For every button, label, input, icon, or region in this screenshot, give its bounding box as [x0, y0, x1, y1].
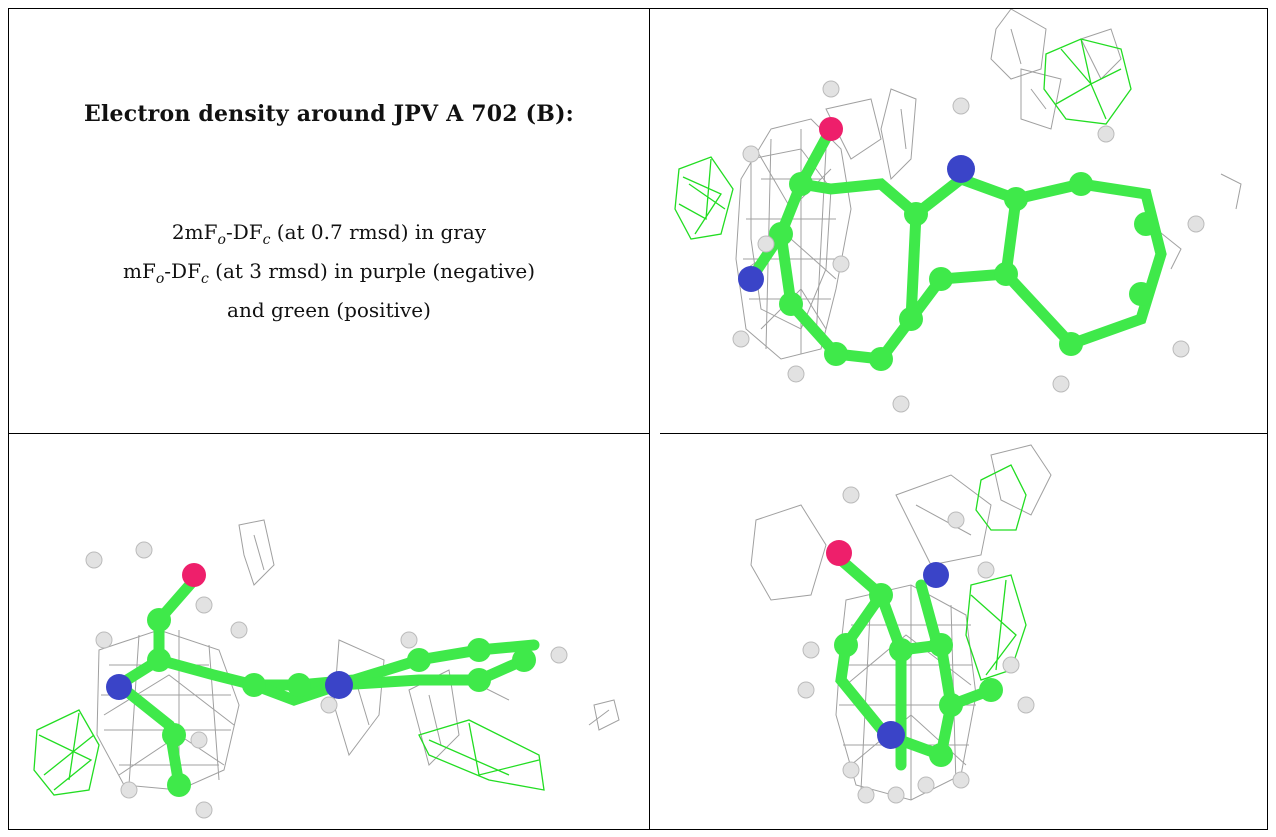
atoms: [732, 80, 1205, 413]
molecule-render-end: [750, 444, 1052, 804]
figure-title: Electron density around JPV A 702 (B):: [84, 101, 574, 127]
atoms: [797, 486, 1035, 804]
legend-line-3: and green (positive): [227, 298, 431, 322]
legend-description: 2mFo-DFc (at 0.7 rmsd) in gray mFo-DFc (…: [9, 217, 649, 326]
legend-line-2: mFo-DFc (at 3 rmsd) in purple (negative): [123, 259, 535, 287]
row-divider-right: [660, 433, 1268, 434]
atoms: [85, 541, 568, 819]
molecule-render-side: [33, 519, 620, 819]
view-top-right: [651, 9, 1267, 433]
view-bottom-left: [9, 435, 649, 829]
green-mesh: [33, 709, 545, 796]
view-bottom-right: [651, 435, 1267, 829]
green-mesh: [965, 464, 1027, 681]
molecule-render-top: [674, 9, 1242, 413]
figure-frame: [8, 8, 1268, 830]
column-divider: [649, 8, 650, 830]
green-mesh: [674, 38, 1132, 240]
legend-line-1: 2mFo-DFc (at 0.7 rmsd) in gray: [171, 220, 487, 248]
legend-cell: Electron density around JPV A 702 (B): 2…: [9, 9, 649, 433]
row-divider-left: [8, 433, 649, 434]
